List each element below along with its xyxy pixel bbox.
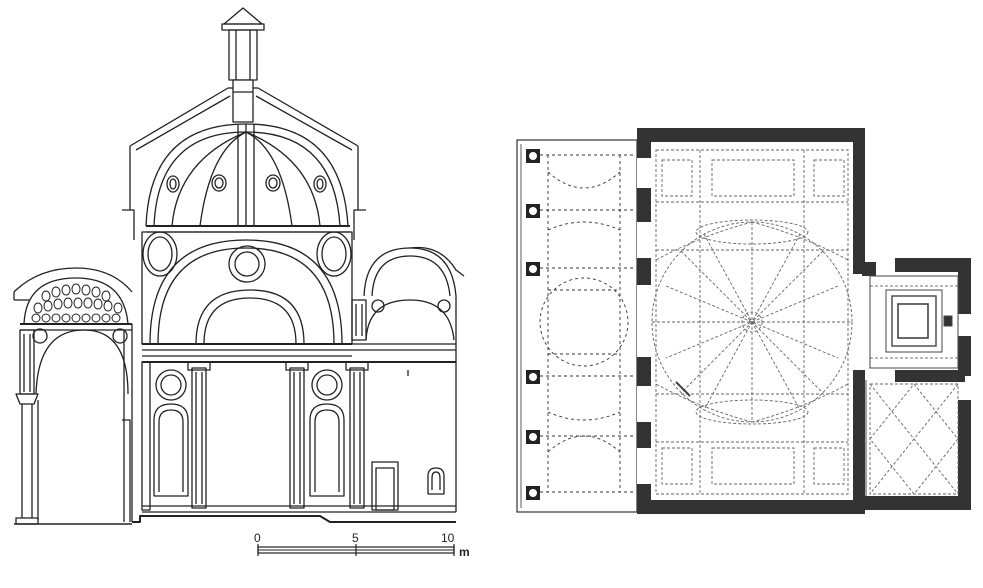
left-portico <box>13 267 133 525</box>
plan-columns <box>526 149 540 500</box>
entablature <box>142 343 456 363</box>
plan-sacristy <box>869 383 959 495</box>
coffered-vault <box>31 283 123 323</box>
scale-bar: 0 5 10 m <box>254 531 470 559</box>
ground-line <box>14 419 456 525</box>
right-chapel <box>351 246 465 512</box>
arch-zone <box>141 231 353 357</box>
plan-openings <box>637 158 651 484</box>
lantern <box>221 7 265 123</box>
ribbed-dome <box>145 123 350 233</box>
plan-details <box>675 380 867 496</box>
plan-ceiling <box>651 149 853 495</box>
plan-chapel <box>869 275 959 369</box>
section-drawing <box>13 7 465 525</box>
main-roof <box>122 87 366 240</box>
lower-order <box>141 361 456 513</box>
floor-plan <box>516 128 971 514</box>
scale-tick-10: 10 <box>441 531 455 545</box>
scale-unit: m <box>459 545 470 559</box>
plan-portico <box>516 139 638 513</box>
scale-tick-0: 0 <box>254 531 261 545</box>
scale-tick-5: 5 <box>352 531 359 545</box>
